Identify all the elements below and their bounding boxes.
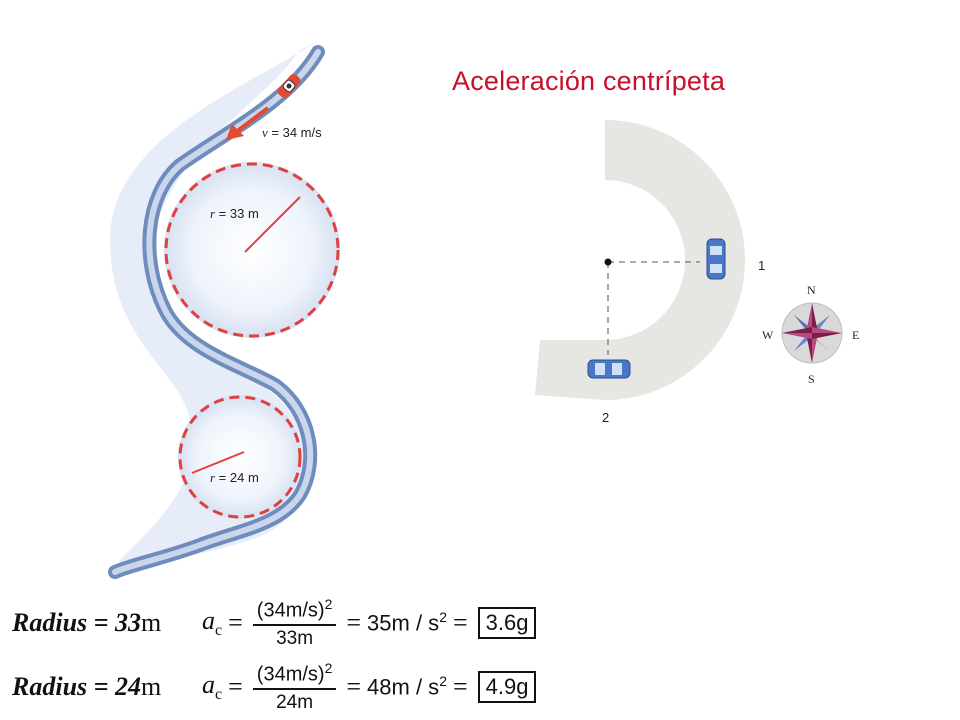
equation-1-fraction: (34m/s)2 33m bbox=[252, 596, 337, 651]
race-car-icon bbox=[277, 73, 301, 99]
radius-line-1 bbox=[244, 196, 301, 253]
curvature-circle-1 bbox=[164, 162, 340, 338]
curvature-circle-2 bbox=[178, 395, 302, 519]
velocity-label: v = 34 m/s bbox=[262, 125, 322, 140]
point-2-label: 2 bbox=[602, 410, 609, 425]
velocity-arrow bbox=[226, 106, 270, 140]
equation-1-radius: Radius = 33m bbox=[12, 608, 162, 637]
equation-2-radius: Radius = 24m bbox=[12, 672, 162, 701]
car-1-icon bbox=[706, 238, 726, 280]
radius2-label: r = 24 m bbox=[210, 470, 259, 485]
point-1-label: 1 bbox=[758, 258, 765, 273]
radius1-label: r = 33 m bbox=[210, 206, 259, 221]
radius-line-2 bbox=[191, 451, 245, 474]
turn-road bbox=[535, 120, 745, 400]
equation-1: Radius = 33m ac = (34m/s)2 33m = 35m / s… bbox=[12, 596, 537, 651]
equation-2-ac: ac bbox=[202, 669, 223, 704]
car-2-icon bbox=[587, 359, 631, 379]
compass-rose-icon bbox=[781, 302, 843, 364]
equation-1-result: 35m / s2 bbox=[367, 609, 447, 636]
equation-2-fraction: (34m/s)2 24m bbox=[252, 660, 337, 715]
compass-n: N bbox=[807, 283, 816, 297]
page-title: Aceleración centrípeta bbox=[452, 66, 726, 96]
equation-1-answer: 3.6g bbox=[477, 607, 537, 639]
equation-2: Radius = 24m ac = (34m/s)2 24m = 48m / s… bbox=[12, 660, 537, 715]
center-point bbox=[604, 258, 612, 266]
equation-1-ac: ac bbox=[202, 605, 223, 640]
compass-s: S bbox=[808, 372, 815, 386]
compass-e: E bbox=[852, 328, 859, 342]
serpentine-road bbox=[108, 45, 325, 579]
equation-2-result: 48m / s2 bbox=[367, 673, 447, 700]
compass-w: W bbox=[762, 328, 774, 342]
equation-2-answer: 4.9g bbox=[477, 671, 537, 703]
